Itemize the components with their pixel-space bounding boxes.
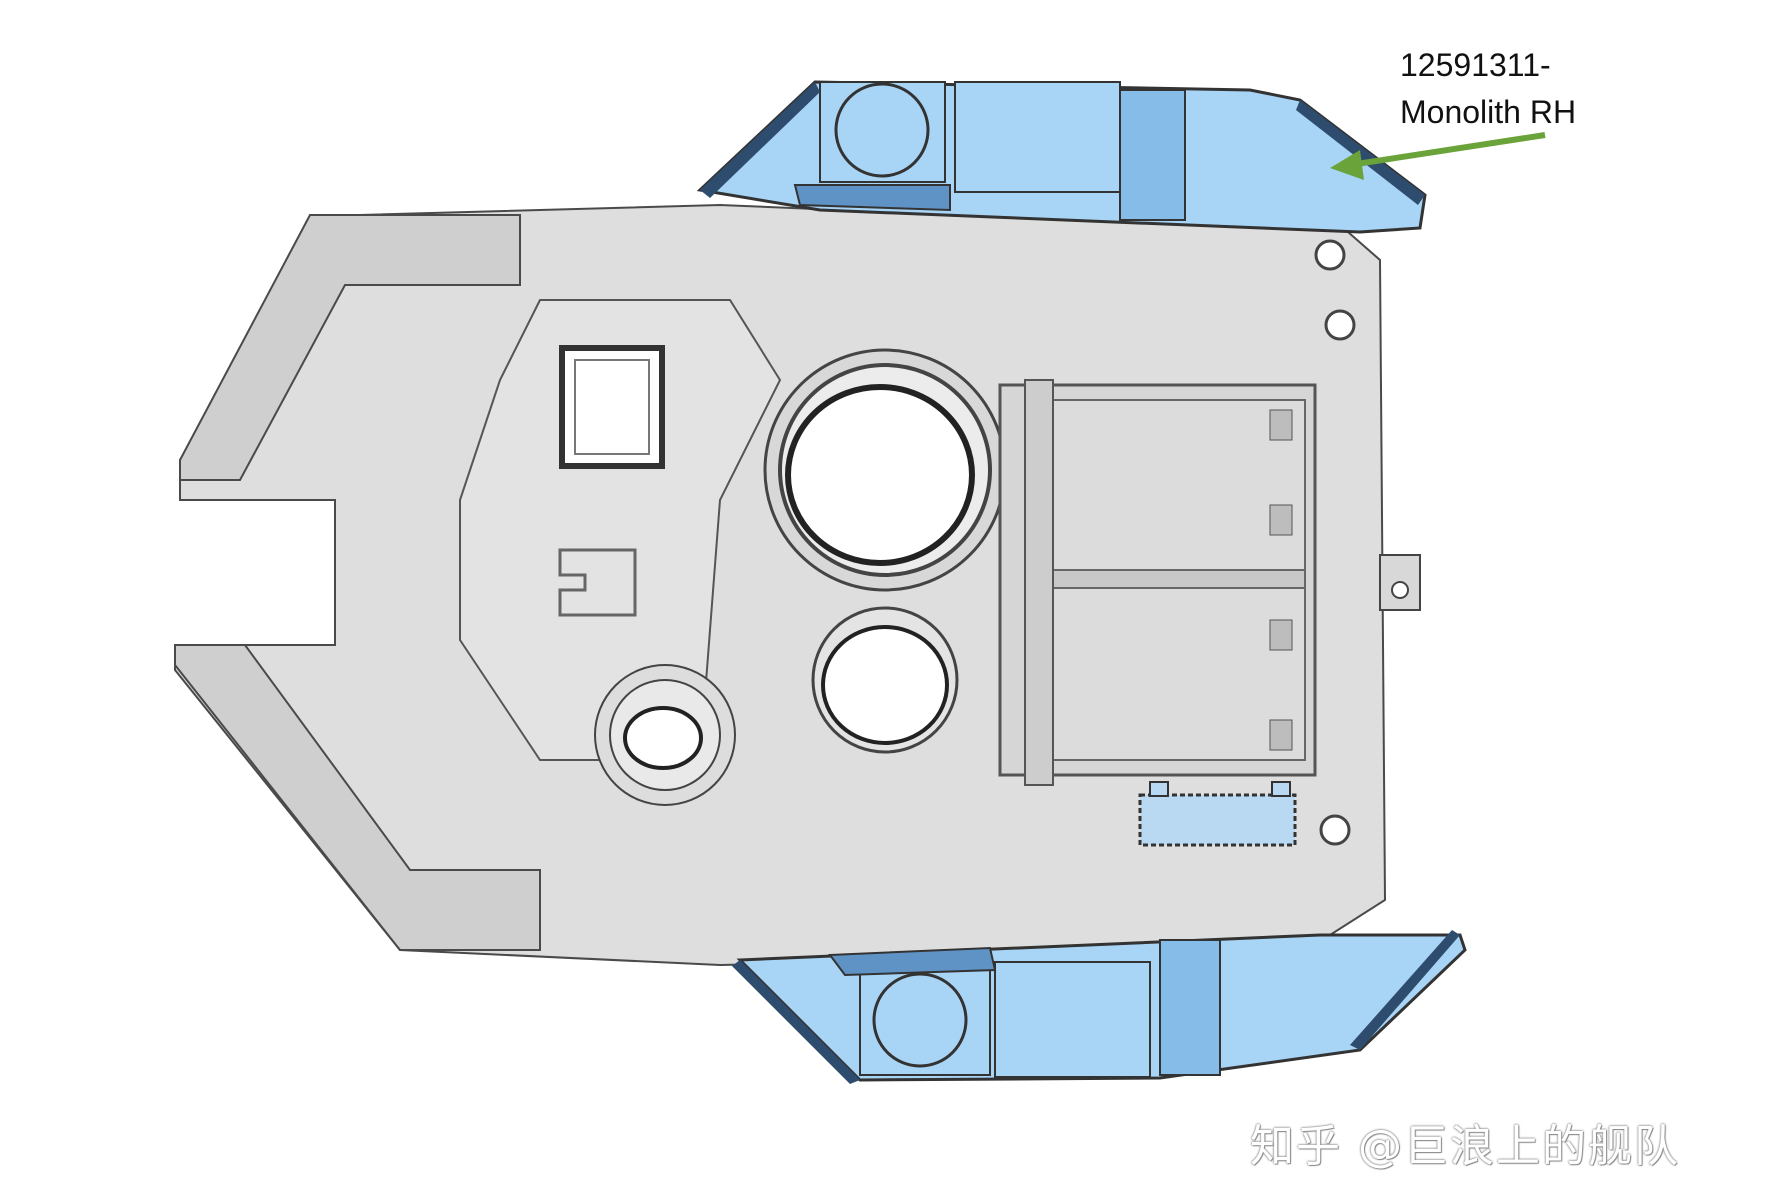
watermark: 知乎 @巨浪上的舰队 xyxy=(1250,1121,1680,1172)
lower-armor-module-lh xyxy=(732,930,1467,1084)
hull-upper-arm xyxy=(179,214,521,481)
square-hatch xyxy=(559,345,665,469)
rear-bustle-compartment xyxy=(998,379,1317,786)
part-number: 12591311- xyxy=(1400,47,1551,83)
upper-armor-module-rh xyxy=(696,80,1427,234)
small-port xyxy=(811,606,959,754)
large-hatch-ring xyxy=(763,348,1007,592)
round-flange-port xyxy=(594,664,736,806)
rear-side-fitting xyxy=(1314,239,1421,846)
mount-bracket xyxy=(558,548,637,617)
electronics-box xyxy=(1138,781,1297,847)
part-callout-label: 12591311- Monolith RH xyxy=(1400,42,1576,136)
part-name: Monolith RH xyxy=(1400,94,1577,130)
hull-lower-arm xyxy=(174,644,541,951)
callout-arrow xyxy=(1330,132,1546,180)
